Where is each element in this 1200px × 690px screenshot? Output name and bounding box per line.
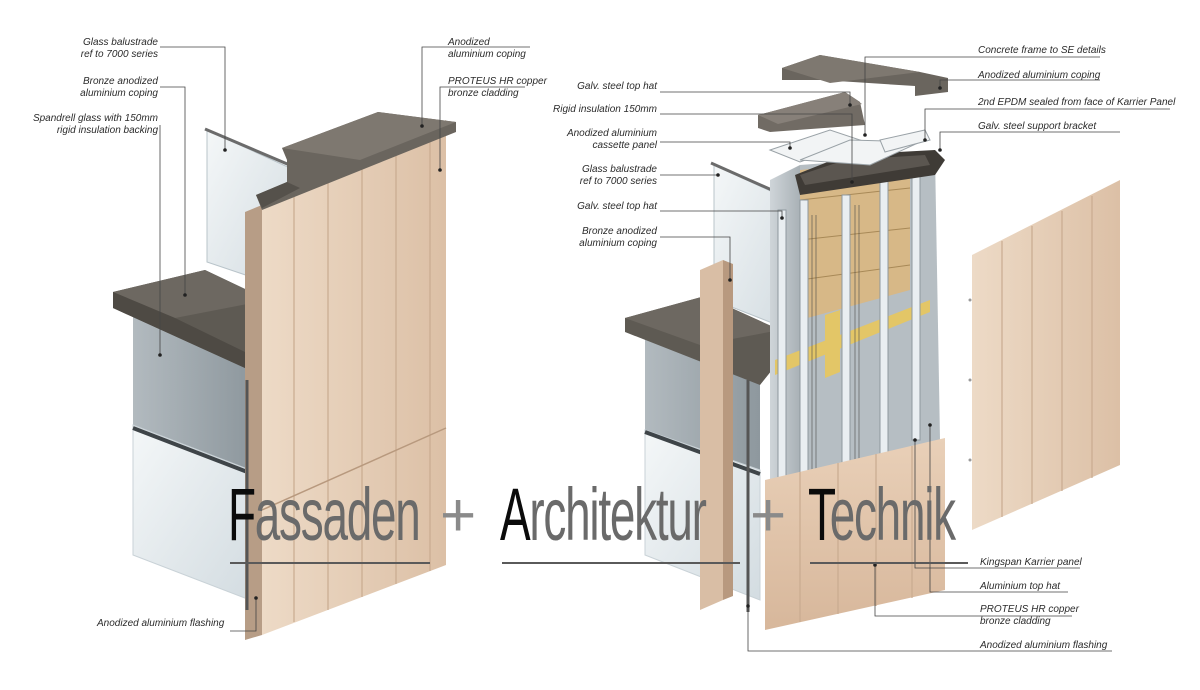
title-banner: Fassaden + Architektur + Technik [228,470,978,570]
title-initial: T [808,473,831,556]
label-line: Glass balustrade [82,37,158,48]
label-left-spandrel: Spandrell glass with 150mm rigid insulat… [33,113,158,137]
label-right-bronze-coping: Bronze anodized aluminium coping [579,226,657,250]
title-underline [230,562,430,564]
label-right-top-hat-2: Galv. steel top hat [577,201,657,212]
label-right-top-hat-1: Galv. steel top hat [577,81,657,92]
label-line: bronze cladding [980,616,1051,627]
left-leader-lines [159,46,530,632]
label-right-glass-balustrade: Glass balustrade ref to 7000 series [580,164,657,188]
right-cladding-bottom [765,438,945,630]
title-initial: A [500,473,531,556]
label-left-proteus: PROTEUS HR copper bronze cladding [448,76,547,100]
left-handrail [204,127,293,168]
label-right-cassette: Anodized aluminium cassette panel [567,128,657,152]
label-right-alu-top-hat: Aluminium top hat [980,581,1061,592]
left-leader-dots [158,124,442,600]
label-left-glass-balustrade: Glass balustrade ref to 7000 series [81,37,158,61]
title-initial: F [228,473,256,556]
title-rest: rchitektur [529,473,707,556]
label-right-rigid-insulation: Rigid insulation 150mm [553,104,657,115]
left-cladding-front [262,120,446,635]
label-right-epdm: 2nd EPDM sealed from face of Karrier Pan… [978,97,1176,108]
label-right-proteus: PROTEUS HR copper bronze cladding [980,604,1079,628]
label-line: bronze cladding [448,88,519,99]
title-rest: assaden [254,473,421,556]
label-left-flashing: Anodized aluminium flashing [97,618,225,629]
label-line: aluminium coping [448,49,526,60]
title-word-architektur: Architektur [500,470,707,560]
label-right-concrete-frame: Concrete frame to SE details [978,45,1106,56]
title-underline [810,562,968,564]
label-line: ref to 7000 series [579,176,657,187]
label-line: PROTEUS HR copper [980,604,1079,615]
label-right-kingspan: Kingspan Karrier panel [980,557,1082,568]
title-word-technik: Technik [808,470,956,560]
label-line: Bronze anodized [581,226,657,237]
label-line: cassette panel [592,140,658,151]
label-line: aluminium coping [80,88,158,99]
label-line: Bronze anodized [82,76,158,87]
left-assembly [113,112,456,640]
label-line: PROTEUS HR copper [448,76,547,87]
title-plus-1: + [440,481,477,550]
right-leader-lines [660,56,1170,652]
label-line: aluminium coping [579,238,657,249]
label-right-anod-coping: Anodized aluminium coping [978,70,1101,81]
right-assembly [625,55,1120,630]
label-line: Spandrell glass with 150mm [32,113,158,124]
label-line: Anodized [448,37,490,48]
label-line: Glass balustrade [581,164,657,175]
label-right-flashing: Anodized aluminium flashing [980,640,1108,651]
label-line: rigid insulation backing [56,125,158,136]
title-underline [502,562,740,564]
title-word-fassaden: Fassaden [228,470,421,560]
label-left-anod-coping: Anodized aluminium coping [448,37,526,61]
label-line: Anodized aluminium [566,128,657,139]
right-cladding-panel [972,180,1120,530]
title-plus-2: + [750,481,787,550]
title-rest: echnik [829,473,956,556]
right-leader-dots [716,86,942,608]
label-right-support-bracket: Galv. steel support bracket [978,121,1097,132]
label-line: ref to 7000 series [80,49,158,60]
label-left-bronze-coping: Bronze anodized aluminium coping [80,76,158,100]
